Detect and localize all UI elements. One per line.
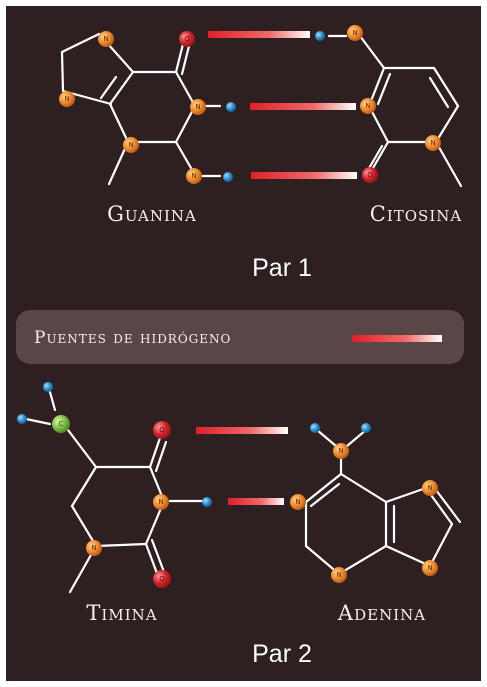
adenina-structure: N N N N N	[290, 423, 462, 583]
atom-n: N	[360, 98, 376, 114]
atom-c: C	[52, 415, 70, 433]
atom-h	[202, 497, 212, 507]
svg-text:N: N	[430, 139, 435, 147]
atom-n: N	[347, 25, 363, 41]
atom-n: N	[86, 540, 102, 556]
svg-text:O: O	[159, 426, 165, 434]
hydrogen-bond	[250, 103, 356, 110]
timina-structure: C O N N O	[17, 382, 212, 594]
atom-n: N	[425, 135, 441, 151]
atom-h	[223, 172, 233, 182]
guanina-label: Guanina	[107, 202, 197, 226]
svg-text:N: N	[352, 29, 357, 37]
adenina-label: Adenina	[337, 601, 426, 625]
atom-h	[315, 31, 325, 41]
svg-text:N: N	[427, 564, 432, 572]
citosina-structure: N N N O	[315, 25, 463, 188]
atom-n: N	[331, 567, 347, 583]
hydrogen-bond	[208, 31, 310, 38]
hydrogen-bond	[251, 172, 357, 179]
atom-n: N	[422, 480, 438, 496]
atom-o: O	[153, 570, 171, 588]
guanina-structure: N N N N N O	[59, 31, 236, 186]
svg-text:N: N	[338, 447, 343, 455]
atom-h	[17, 414, 27, 424]
svg-text:N: N	[103, 35, 108, 43]
svg-text:N: N	[128, 141, 133, 149]
svg-text:C: C	[59, 420, 64, 428]
atom-n: N	[290, 494, 306, 510]
atom-h	[361, 423, 371, 433]
svg-text:N: N	[195, 103, 200, 111]
atom-n: N	[123, 137, 139, 153]
atom-n: N	[422, 560, 438, 576]
atom-n: N	[333, 443, 349, 459]
timina-label: Timina	[86, 601, 157, 625]
pair1-label: Par 1	[252, 254, 312, 282]
hydrogen-bond	[196, 427, 288, 434]
hydrogen-bond	[228, 498, 284, 505]
atom-o: O	[179, 31, 195, 47]
svg-text:N: N	[295, 498, 300, 506]
atom-h	[310, 423, 320, 433]
atom-h	[43, 382, 53, 392]
atom-o: O	[362, 167, 378, 183]
atom-n: N	[98, 31, 114, 47]
legend-label: Puentes de hidrógeno	[34, 328, 231, 348]
legend-bond-swatch	[352, 335, 442, 342]
svg-text:N: N	[365, 102, 370, 110]
citosina-label: Citosina	[370, 202, 462, 226]
svg-text:N: N	[91, 544, 96, 552]
svg-text:O: O	[184, 35, 190, 43]
legend-panel: Puentes de hidrógeno	[16, 310, 464, 364]
svg-text:N: N	[336, 571, 341, 579]
base-pair-diagram: N N N N N O N N N O Guanina Citosina Par	[16, 25, 464, 668]
svg-text:N: N	[64, 95, 69, 103]
svg-text:O: O	[367, 171, 373, 179]
atom-n: N	[59, 91, 75, 107]
atom-n: N	[190, 99, 206, 115]
diagram-frame: N N N N N O N N N O Guanina Citosina Par	[6, 6, 481, 681]
svg-text:N: N	[427, 484, 432, 492]
pair2-label: Par 2	[252, 640, 312, 668]
atom-n: N	[186, 168, 202, 184]
atom-h	[226, 102, 236, 112]
svg-text:N: N	[191, 172, 196, 180]
svg-text:N: N	[158, 498, 163, 506]
svg-text:O: O	[159, 575, 165, 583]
atom-n: N	[153, 494, 169, 510]
atom-o: O	[153, 421, 171, 439]
